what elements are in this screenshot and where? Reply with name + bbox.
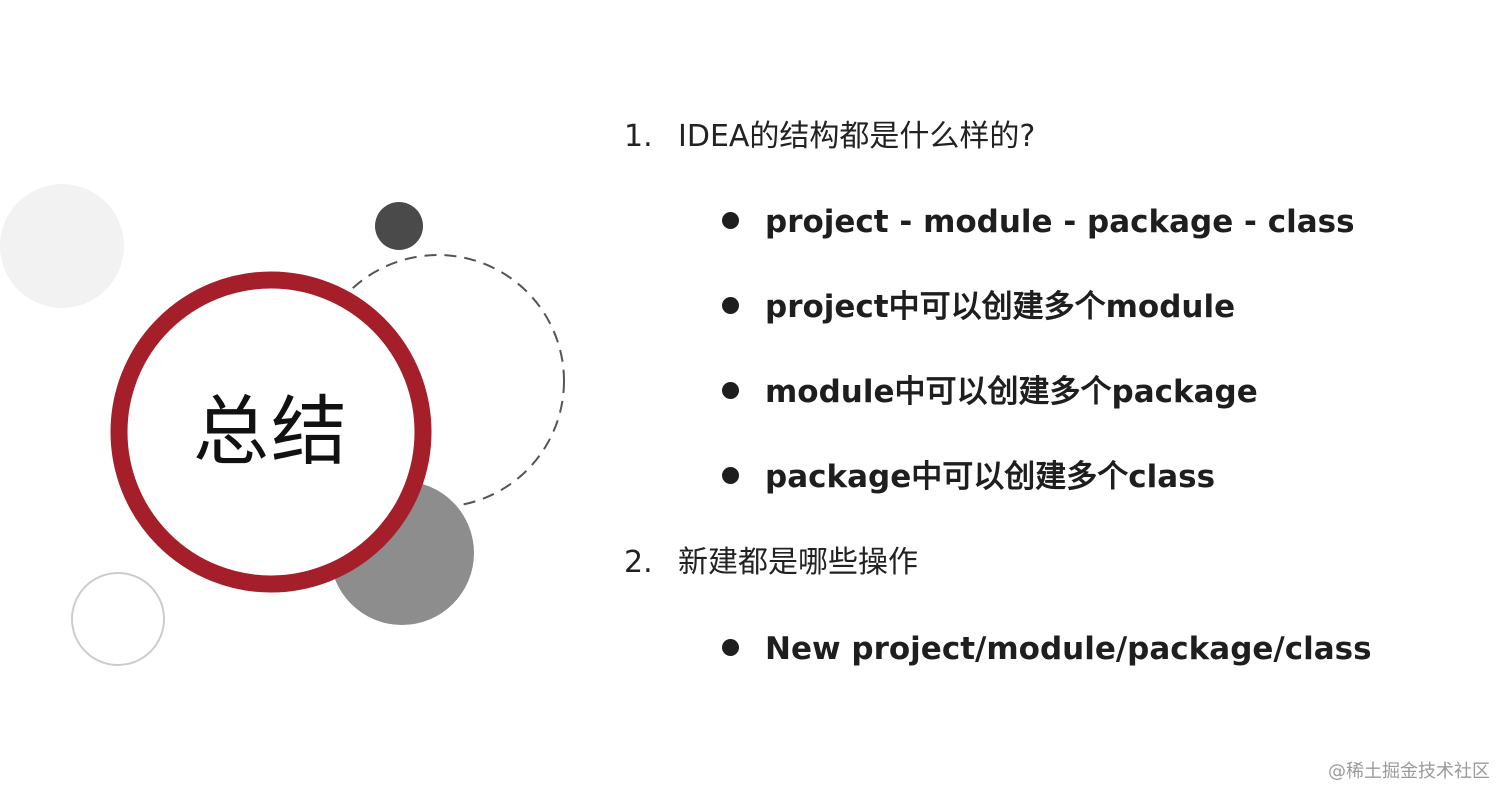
bullet-text: project - module - package - class	[765, 204, 1355, 240]
question-2: 2. 新建都是哪些操作	[624, 543, 918, 583]
question-1-number: 1.	[624, 119, 653, 154]
bullet-dot-icon	[722, 297, 739, 314]
bullet-dot-icon	[722, 639, 739, 656]
summary-title: 总结	[193, 387, 349, 476]
question-1: 1. IDEA的结构都是什么样的?	[624, 117, 1035, 157]
bullet-item: module中可以创建多个package	[722, 372, 1258, 412]
dashed-circle	[311, 254, 565, 508]
bullet-item: New project/module/package/class	[722, 629, 1372, 669]
bullet-text: module中可以创建多个package	[765, 374, 1258, 410]
bullet-text: New project/module/package/class	[765, 631, 1372, 667]
bullet-dot-icon	[722, 467, 739, 484]
bullet-item: package中可以创建多个class	[722, 457, 1215, 497]
question-2-text: 新建都是哪些操作	[678, 545, 918, 580]
outline-small-circle	[71, 572, 165, 666]
bullet-item: project中可以创建多个module	[722, 287, 1235, 327]
bullet-dot-icon	[722, 212, 739, 229]
bullet-item: project - module - package - class	[722, 202, 1355, 242]
watermark: @稀土掘金技术社区	[1328, 761, 1490, 782]
red-ring	[110, 271, 432, 593]
question-2-number: 2.	[624, 545, 653, 580]
bullet-text: project中可以创建多个module	[765, 289, 1236, 325]
light-gray-circle	[0, 184, 124, 308]
bullet-text: package中可以创建多个class	[765, 459, 1216, 495]
dark-small-circle	[375, 202, 423, 250]
question-1-text: IDEA的结构都是什么样的?	[678, 119, 1036, 154]
bullet-dot-icon	[722, 382, 739, 399]
